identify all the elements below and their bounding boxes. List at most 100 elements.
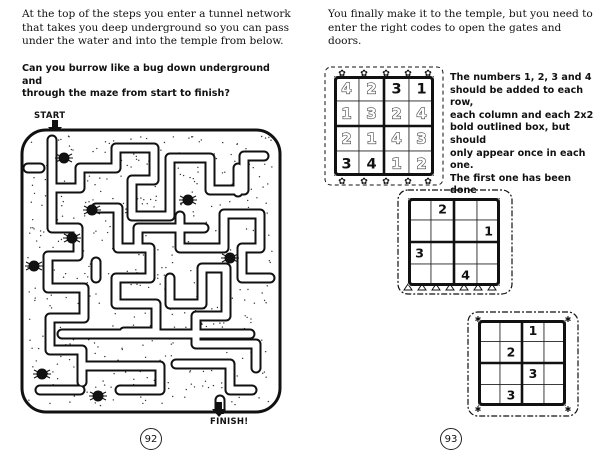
dirt-dot [57,240,60,243]
sudoku-cell[interactable] [453,219,478,243]
sudoku-cell [408,100,435,127]
sudoku-cell[interactable] [430,263,455,287]
dirt-dot [73,395,76,397]
dirt-dot [182,174,185,177]
dirt-dot [59,326,62,329]
dirt-dot [155,195,157,198]
puzzle-3-border: ✱ ✱ ✱ ✱ [467,311,579,417]
sudoku-cell[interactable] [453,197,478,221]
sudoku-digit: 1 [416,82,426,98]
dirt-dot [125,211,127,214]
dirt-dot [32,218,34,221]
dirt-dot [210,369,213,372]
dirt-dot [114,312,116,315]
sudoku-cell[interactable] [521,341,545,364]
dirt-dot [193,282,196,284]
sudoku-cell[interactable] [477,362,501,385]
sudoku-cell[interactable] [430,241,455,265]
spider-icon [63,232,81,244]
sudoku-cell[interactable] [407,219,432,243]
right-intro-line: enter the right codes to open the gates … [328,21,562,48]
dirt-dot [31,184,34,187]
dirt-dot [159,283,161,285]
sudoku-cell[interactable] [430,219,455,243]
flower-icon: ✿ [360,69,368,79]
dirt-dot [133,378,135,381]
dirt-dot [133,153,135,155]
dirt-dot [62,200,64,203]
sudoku-cell[interactable] [521,384,545,407]
dirt-dot [183,312,186,314]
sudoku-cell[interactable] [543,362,567,385]
sudoku-cell[interactable] [499,319,523,342]
dirt-dot [30,141,33,143]
dirt-dot [231,401,233,403]
dirt-dot [62,276,65,278]
sudoku-cell [358,75,385,102]
dirt-dot [264,137,267,139]
dirt-dot [270,139,272,141]
dirt-dot [201,323,203,326]
dirt-dot [211,308,213,310]
dirt-dot [33,192,36,195]
sudoku-cell[interactable] [453,241,478,265]
dirt-dot [43,231,45,233]
dirt-dot [95,386,97,388]
puzzle-2-border [397,189,513,295]
sudoku-cell[interactable] [477,341,501,364]
dirt-dot [49,402,51,405]
flower-icon: ✿ [338,177,346,187]
dirt-dot [102,380,104,382]
dirt-dot [130,166,132,168]
dirt-dot [189,371,191,373]
dirt-dot [126,270,128,273]
dirt-dot [42,335,44,337]
dirt-dot [94,352,96,355]
dirt-dot [191,136,194,138]
instruction-line: The first one has been done [450,172,572,197]
dirt-dot [130,138,132,140]
dirt-dot [184,396,186,398]
dirt-dot [110,386,112,388]
dirt-dot [264,163,266,166]
dirt-dot [96,147,98,150]
dirt-dot [146,202,148,205]
dirt-dot [104,355,106,358]
dirt-dot [86,391,88,393]
maze[interactable] [20,128,282,414]
bug-icon: ✱ [565,405,572,414]
sudoku-cell[interactable] [543,341,567,364]
dirt-dot [140,136,142,138]
dirt-dot [138,253,140,256]
sudoku-cell [383,100,410,127]
triangle-pattern [403,283,497,291]
sudoku-digit: 2 [507,345,516,360]
dirt-dot [168,387,170,390]
dirt-dot [236,143,238,146]
right-intro: You finally make it to the temple, but y… [328,8,596,49]
dirt-dot [39,230,42,232]
dirt-dot [140,396,142,398]
sudoku-cell [383,125,410,152]
dirt-dot [244,315,246,317]
start-label: START [34,111,66,121]
dirt-dot [143,199,145,201]
dirt-dot [188,137,190,139]
dirt-dot [267,183,269,185]
dirt-dot [106,231,109,234]
dirt-dot [149,198,152,201]
dirt-dot [77,302,79,305]
dirt-dot [112,325,114,327]
dirt-dot [136,283,138,286]
dirt-dot [95,230,97,232]
dirt-dot [198,141,201,143]
sudoku-cell[interactable] [476,241,501,265]
left-intro-line: that takes you deep underground so you c… [22,21,290,34]
dirt-dot [247,288,249,291]
sudoku-cell[interactable] [499,362,523,385]
dirt-dot [215,157,218,160]
